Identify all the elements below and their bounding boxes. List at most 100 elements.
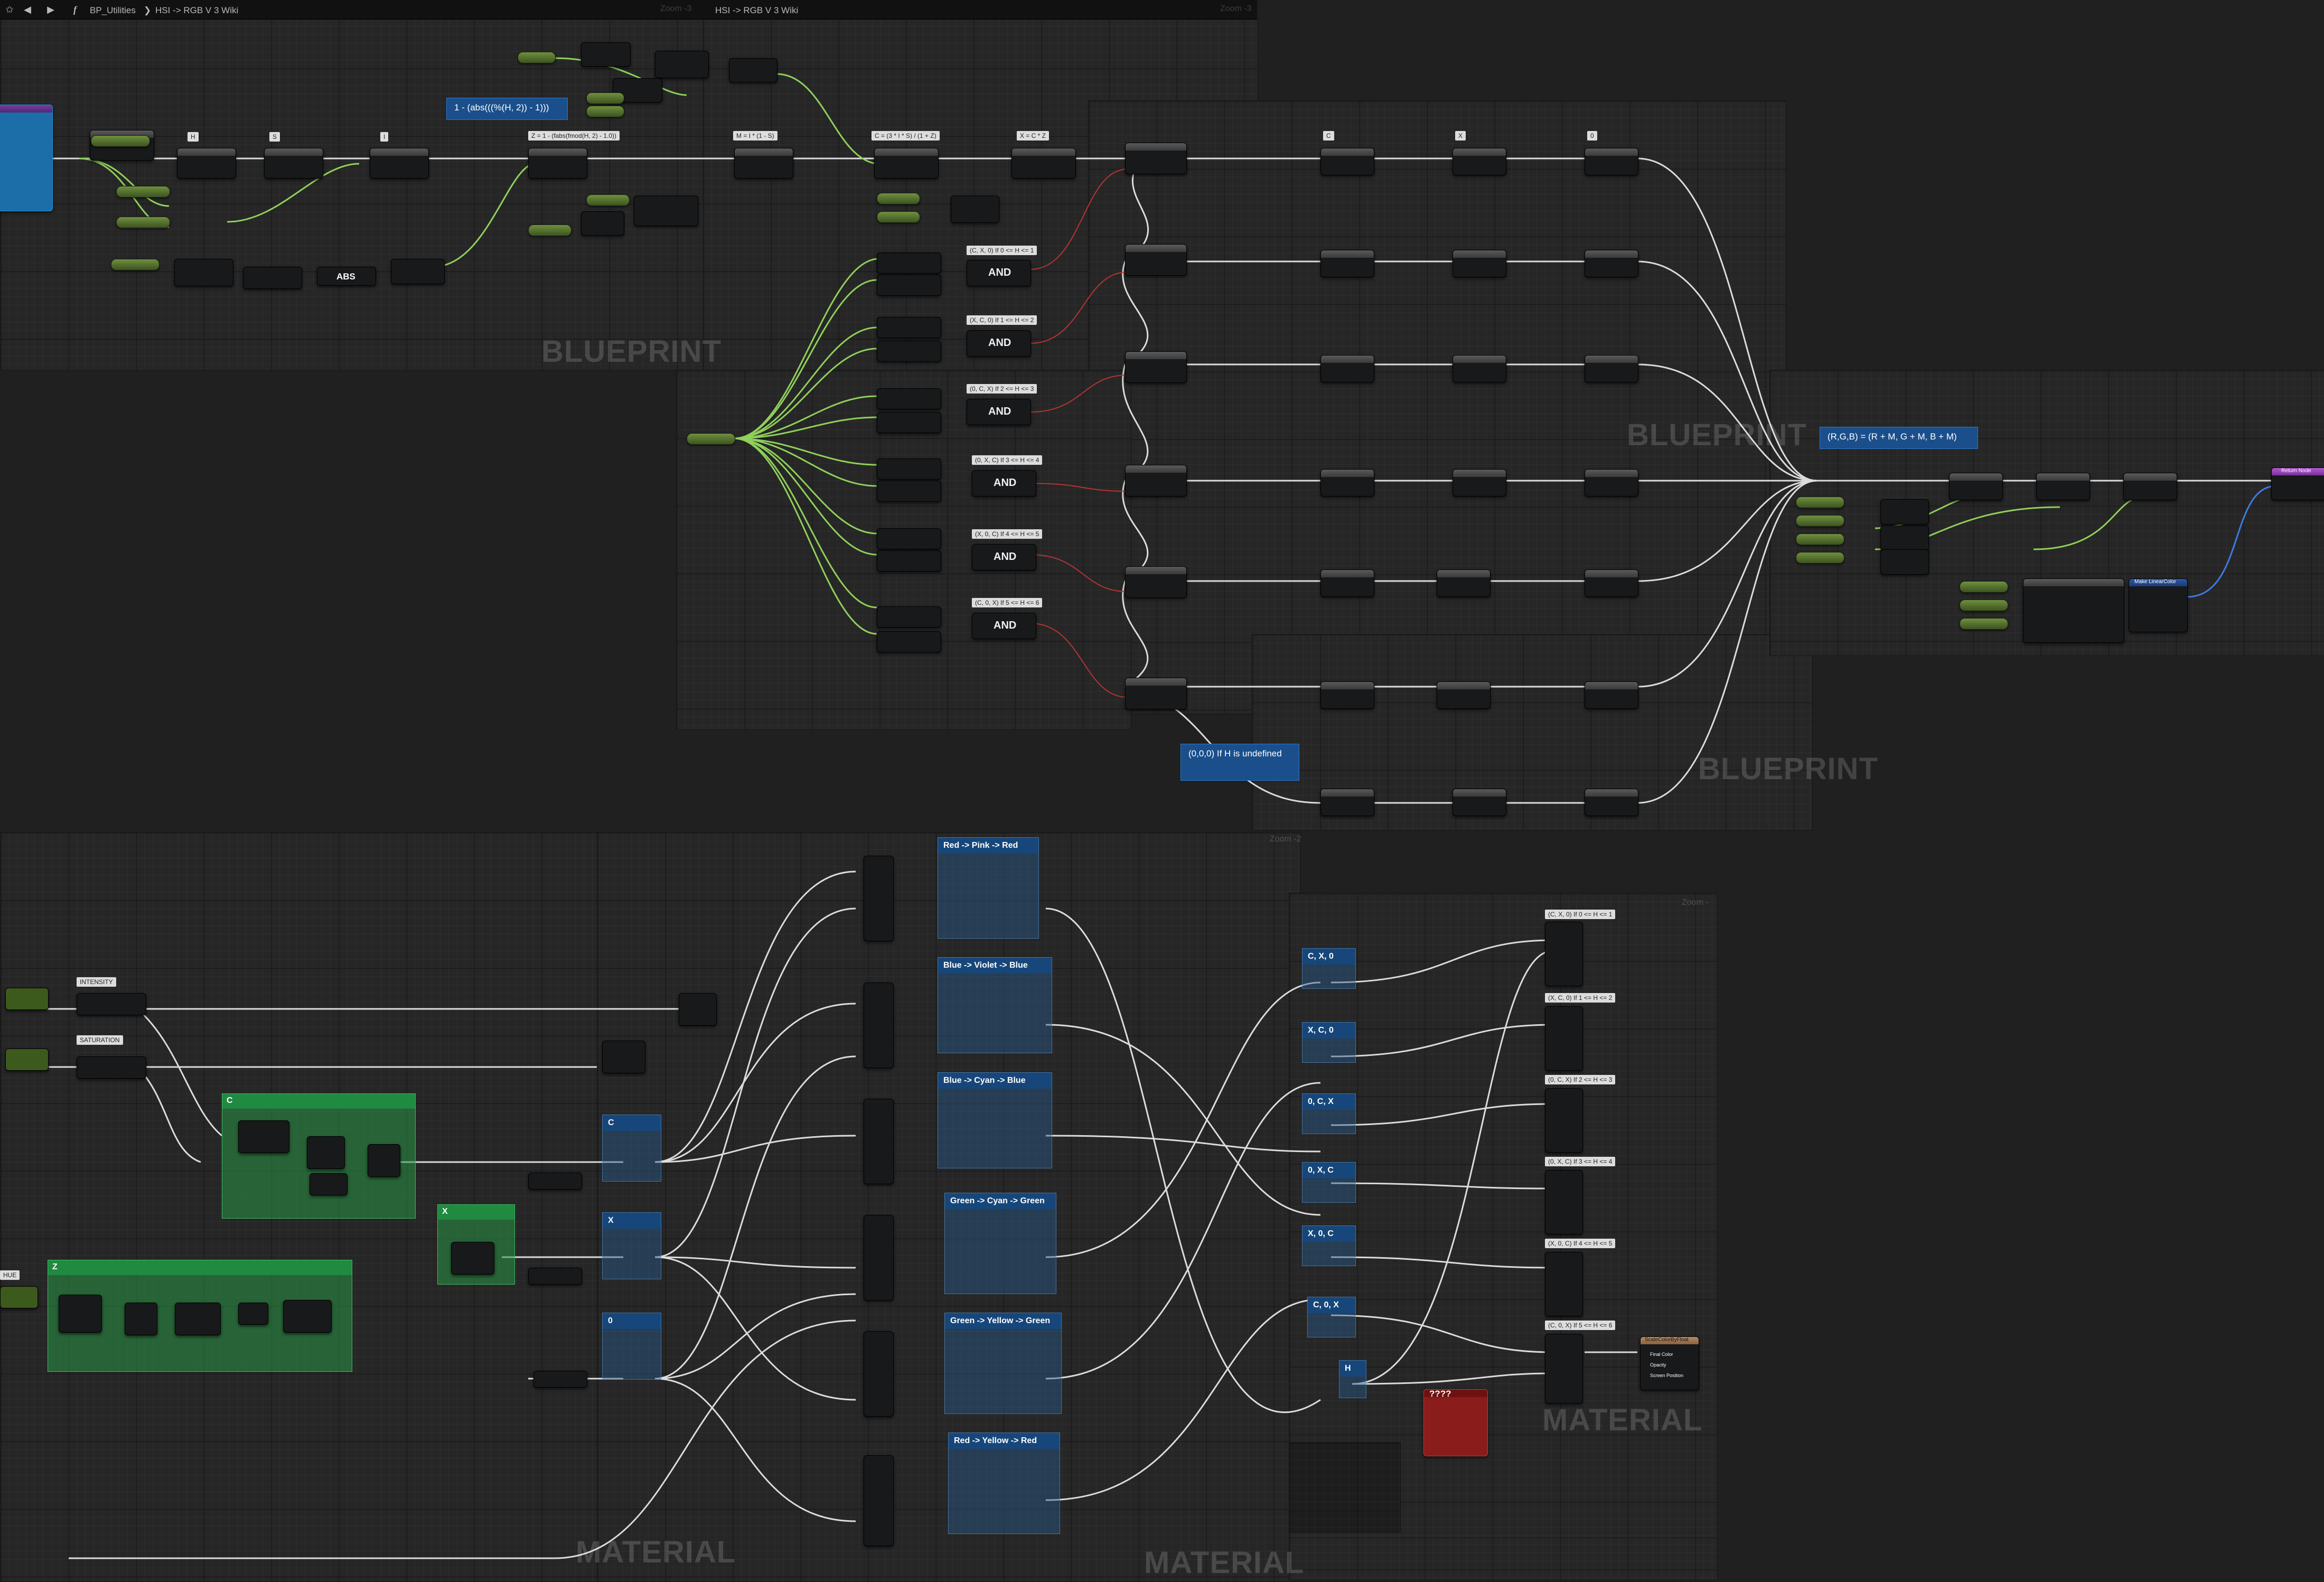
and-node-3[interactable]: AND bbox=[967, 399, 1031, 425]
rgb-set-5-1[interactable] bbox=[1320, 569, 1374, 597]
x-static-switch[interactable]: X bbox=[602, 1212, 661, 1279]
compare-node-2[interactable] bbox=[877, 275, 941, 296]
mat-stack-1[interactable] bbox=[864, 856, 894, 941]
rgb-set-3-3[interactable] bbox=[1585, 355, 1638, 382]
output-xc0[interactable]: X, C, 0 bbox=[1302, 1022, 1356, 1063]
set-b-node[interactable] bbox=[2123, 473, 2177, 500]
multiply-node-1[interactable] bbox=[581, 42, 631, 67]
z-subtract[interactable] bbox=[175, 1303, 221, 1335]
rgb-set-4-2[interactable] bbox=[1452, 469, 1506, 497]
block-red-pink-red[interactable]: Red -> Pink -> Red bbox=[938, 837, 1039, 939]
output-cx0[interactable]: C, X, 0 bbox=[1302, 948, 1356, 989]
branch-node-2[interactable] bbox=[1125, 244, 1187, 276]
mat-stack-6[interactable] bbox=[864, 1455, 894, 1546]
getter-c-2[interactable] bbox=[877, 211, 920, 223]
rgb-set-1-2[interactable] bbox=[1452, 148, 1506, 175]
block-green-yellow-green[interactable]: Green -> Yellow -> Green bbox=[944, 1313, 1062, 1414]
star-icon[interactable]: ✩ bbox=[5, 4, 14, 15]
x-group[interactable]: X bbox=[437, 1204, 515, 1285]
getter-top-1[interactable] bbox=[518, 52, 556, 63]
z-one-minus[interactable] bbox=[283, 1300, 332, 1333]
multiply-node-mat[interactable] bbox=[679, 993, 717, 1026]
branch-node-5[interactable] bbox=[1125, 566, 1187, 598]
rgb-set-3-1[interactable] bbox=[1320, 355, 1374, 382]
one-minus-node[interactable] bbox=[391, 259, 445, 284]
getter-h[interactable] bbox=[91, 135, 150, 147]
add-node-g[interactable] bbox=[1880, 526, 1929, 551]
material-panel-5[interactable] bbox=[1289, 1442, 1401, 1533]
arrow-right-icon[interactable]: ▶ bbox=[47, 4, 54, 15]
block-red-yellow-red[interactable]: Red -> Yellow -> Red bbox=[948, 1433, 1060, 1534]
z-group[interactable]: Z bbox=[48, 1260, 352, 1372]
zero-static-switch[interactable]: 0 bbox=[602, 1313, 661, 1380]
breadcrumb-graph[interactable]: HSI -> RGB V 3 Wiki bbox=[155, 5, 239, 15]
output-c0x[interactable]: C, 0, X bbox=[1307, 1297, 1356, 1337]
multiply-node-m[interactable] bbox=[634, 195, 698, 226]
divide-node[interactable] bbox=[951, 195, 999, 223]
getter-g[interactable] bbox=[1796, 515, 1844, 527]
compare-node-12[interactable] bbox=[877, 631, 941, 652]
saturation-param-node[interactable] bbox=[5, 1049, 49, 1071]
getter-linear-r[interactable] bbox=[1960, 581, 2008, 593]
rgb-set-2-1[interactable] bbox=[1320, 250, 1374, 277]
branch-node-3[interactable] bbox=[1125, 351, 1187, 383]
getter-h-2[interactable] bbox=[111, 259, 160, 270]
set-r-node[interactable] bbox=[1949, 473, 2003, 500]
compare-node-6[interactable] bbox=[877, 412, 941, 433]
compare-node-3[interactable] bbox=[877, 317, 941, 338]
function-entry-node[interactable] bbox=[0, 105, 53, 211]
rgb-set-1-3[interactable] bbox=[1585, 148, 1638, 175]
undefined-comment[interactable]: (0,0,0) If H is undefined bbox=[1180, 744, 1299, 781]
compare-node-11[interactable] bbox=[877, 606, 941, 628]
mat-stack-3[interactable] bbox=[864, 1099, 894, 1184]
getter-linear-b[interactable] bbox=[1960, 618, 2008, 630]
if-node-5[interactable] bbox=[1545, 1252, 1583, 1316]
compare-node-9[interactable] bbox=[877, 528, 941, 549]
mat-stack-4[interactable] bbox=[864, 1215, 894, 1300]
output-0xc[interactable]: 0, X, C bbox=[1302, 1162, 1356, 1203]
saturation-node[interactable] bbox=[77, 1056, 146, 1079]
hue-param-node[interactable] bbox=[0, 1286, 38, 1308]
make-linear-color-node[interactable]: Make LinearColor bbox=[2129, 578, 2188, 632]
compare-node-10[interactable] bbox=[877, 550, 941, 572]
rgb-set-2-3[interactable] bbox=[1585, 250, 1638, 277]
unknown-node[interactable]: ???? bbox=[1423, 1389, 1488, 1456]
subtract-node-m[interactable] bbox=[581, 211, 624, 236]
set-node-z[interactable] bbox=[370, 148, 429, 179]
getter-r[interactable] bbox=[1796, 497, 1844, 508]
set-node-s[interactable] bbox=[177, 148, 236, 179]
branch-node-1[interactable] bbox=[1125, 143, 1187, 174]
h-input[interactable]: H bbox=[1339, 1360, 1366, 1398]
set-node-z-formula[interactable] bbox=[528, 148, 587, 179]
getter-b[interactable] bbox=[1796, 533, 1844, 545]
rgb-set-5-2[interactable] bbox=[1437, 569, 1491, 597]
getter-i[interactable] bbox=[116, 217, 170, 228]
compare-node-8[interactable] bbox=[877, 481, 941, 502]
compare-node-7[interactable] bbox=[877, 458, 941, 480]
abs-node[interactable]: ABS bbox=[317, 267, 376, 286]
block-blue-violet-blue[interactable]: Blue -> Violet -> Blue bbox=[938, 957, 1052, 1053]
if-node-1[interactable] bbox=[1545, 922, 1583, 986]
branch-node-6[interactable] bbox=[1125, 678, 1187, 709]
c-add[interactable] bbox=[310, 1173, 348, 1195]
rgb-set-7-2[interactable] bbox=[1452, 789, 1506, 816]
rgb-set-7-3[interactable] bbox=[1585, 789, 1638, 816]
z-fmod[interactable] bbox=[125, 1303, 157, 1335]
subtract-node-mat[interactable] bbox=[602, 1041, 645, 1073]
getter-m-1[interactable] bbox=[586, 194, 630, 206]
getter-top-2[interactable] bbox=[586, 92, 624, 104]
formula-comment[interactable]: 1 - (abs(((%(H, 2)) - 1))) bbox=[446, 98, 568, 120]
and-node-6[interactable]: AND bbox=[972, 613, 1036, 639]
add-node-b[interactable] bbox=[1880, 549, 1929, 575]
and-node-4[interactable]: AND bbox=[972, 470, 1036, 497]
c-group[interactable]: C bbox=[222, 1093, 416, 1219]
c-multiply-1[interactable] bbox=[238, 1120, 289, 1153]
rgb-set-6-1[interactable] bbox=[1320, 681, 1374, 709]
blueprint-panel-3[interactable] bbox=[1088, 100, 1786, 714]
c-static-switch[interactable]: C bbox=[602, 1115, 661, 1182]
if-node-2[interactable] bbox=[1545, 1006, 1583, 1071]
rgb-to-linear-node[interactable] bbox=[2023, 578, 2124, 643]
rgb-add-comment[interactable]: (R,G,B) = (R + M, G + M, B + M) bbox=[1820, 427, 1978, 449]
getter-h-main[interactable] bbox=[687, 433, 735, 445]
compare-node-1[interactable] bbox=[877, 252, 941, 274]
